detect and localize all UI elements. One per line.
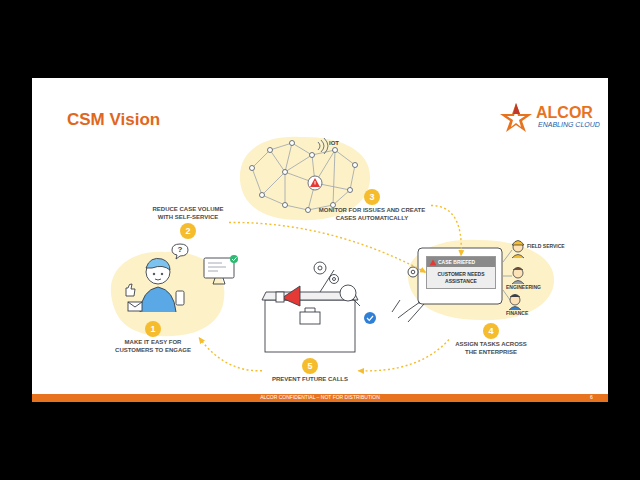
step-group: 3MONITOR FOR ISSUES AND CREATE CASES AUT… bbox=[313, 188, 431, 223]
step-group: REDUCE CASE VOLUME WITH SELF-SERVICE2 bbox=[147, 205, 229, 240]
step-group: 5PREVENT FUTURE CALLS bbox=[262, 357, 358, 385]
flow-arrow bbox=[199, 338, 262, 371]
step-number: 2 bbox=[180, 223, 196, 239]
step-number: 4 bbox=[483, 323, 499, 339]
step-group: 1MAKE IT EASY FOR CUSTOMERS TO ENGAGE bbox=[107, 320, 199, 355]
team-label: FINANCE bbox=[506, 311, 528, 317]
alert-icon bbox=[429, 259, 437, 266]
step-caption: ASSIGN TASKS ACROSS THE ENTERPRISE bbox=[449, 340, 533, 357]
step-caption: REDUCE CASE VOLUME WITH SELF-SERVICE bbox=[147, 205, 229, 222]
team-label: ENGINEERING bbox=[506, 285, 541, 291]
flow-arrow bbox=[358, 340, 449, 371]
logo-star bbox=[500, 103, 532, 132]
flow-arrow bbox=[431, 206, 461, 257]
slide-title: CSM Vision bbox=[67, 110, 160, 130]
step-group: 4ASSIGN TASKS ACROSS THE ENTERPRISE bbox=[449, 322, 533, 357]
step-caption: MONITOR FOR ISSUES AND CREATE CASES AUTO… bbox=[313, 206, 431, 223]
screen-message: CUSTOMER NEEDS ASSISTANCE bbox=[427, 267, 495, 288]
step-caption: MAKE IT EASY FOR CUSTOMERS TO ENGAGE bbox=[107, 338, 199, 355]
logo-tagline: ENABLING CLOUD bbox=[538, 121, 600, 129]
step-number: 3 bbox=[364, 189, 380, 205]
step-number: 1 bbox=[145, 321, 161, 337]
page-number: 6 bbox=[590, 395, 593, 401]
team-label: FIELD SERVICE bbox=[527, 244, 565, 250]
footer-note: ALCOR CONFIDENTIAL – NOT FOR DISTRIBUTIO… bbox=[32, 395, 608, 401]
step-caption: PREVENT FUTURE CALLS bbox=[262, 375, 358, 385]
logo-word: ALCOR bbox=[536, 104, 593, 122]
flow-arrow bbox=[229, 222, 426, 272]
screen-header: CASE BRIEFED bbox=[427, 257, 495, 267]
step-number: 5 bbox=[302, 358, 318, 374]
question-mark: ? bbox=[178, 246, 183, 255]
iot-label: IOT bbox=[329, 140, 339, 147]
tablet-screen: CASE BRIEFEDCUSTOMER NEEDS ASSISTANCE bbox=[426, 256, 496, 289]
